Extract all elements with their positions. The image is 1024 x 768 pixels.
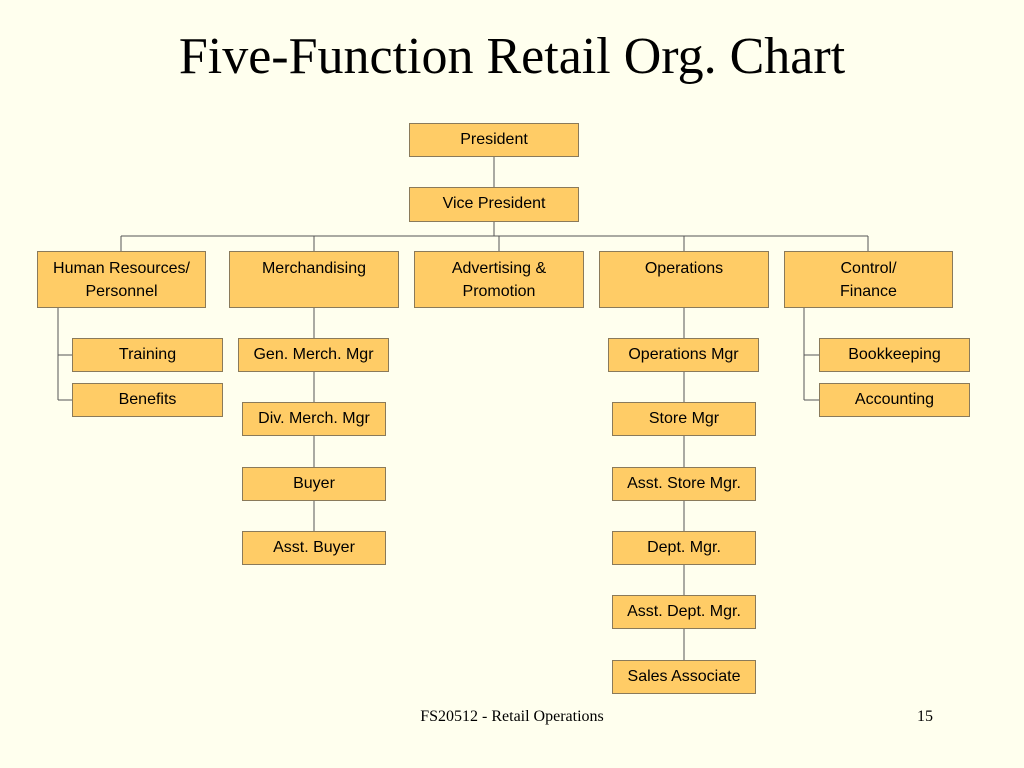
node-bookkeeping: Bookkeeping: [819, 338, 970, 372]
node-human-resources: Human Resources/ Personnel: [37, 251, 206, 308]
node-div-merch-mgr: Div. Merch. Mgr: [242, 402, 386, 436]
node-asst-buyer: Asst. Buyer: [242, 531, 386, 565]
node-merchandising: Merchandising: [229, 251, 399, 308]
node-asst-store-mgr: Asst. Store Mgr.: [612, 467, 756, 501]
node-advertising-promotion: Advertising & Promotion: [414, 251, 584, 308]
slide-title: Five-Function Retail Org. Chart: [178, 28, 846, 85]
node-accounting: Accounting: [819, 383, 970, 417]
node-operations: Operations: [599, 251, 769, 308]
node-sales-associate: Sales Associate: [612, 660, 756, 694]
node-store-mgr: Store Mgr: [612, 402, 756, 436]
node-asst-dept-mgr: Asst. Dept. Mgr.: [612, 595, 756, 629]
node-president: President: [409, 123, 579, 157]
node-vice-president: Vice President: [409, 187, 579, 222]
node-gen-merch-mgr: Gen. Merch. Mgr: [238, 338, 389, 372]
page-number: 15: [917, 708, 933, 725]
node-operations-mgr: Operations Mgr: [608, 338, 759, 372]
node-control-finance: Control/ Finance: [784, 251, 953, 308]
node-training: Training: [72, 338, 223, 372]
node-benefits: Benefits: [72, 383, 223, 417]
node-buyer: Buyer: [242, 467, 386, 501]
slide-footer: FS20512 - Retail Operations: [420, 708, 604, 725]
node-dept-mgr: Dept. Mgr.: [612, 531, 756, 565]
